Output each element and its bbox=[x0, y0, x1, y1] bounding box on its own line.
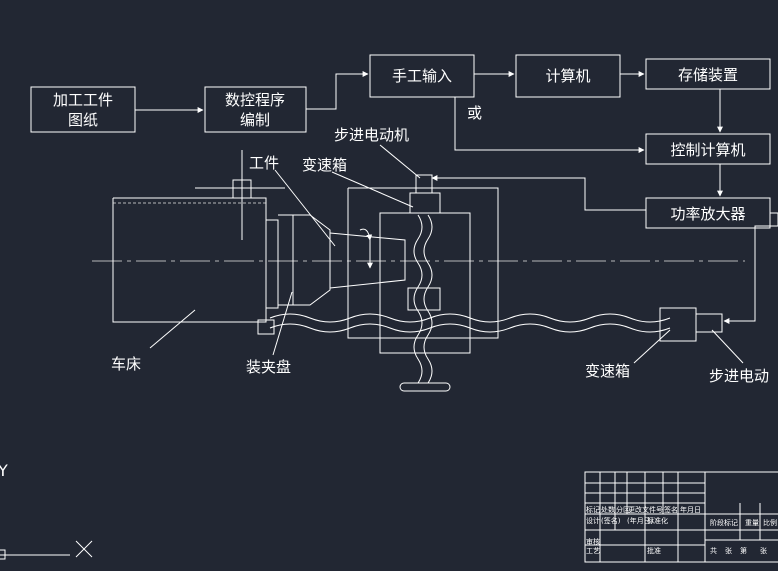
svg-text:(年月日): (年月日) bbox=[627, 516, 654, 525]
drawing-block-line2: 图纸 bbox=[68, 111, 98, 129]
flow-arrows bbox=[135, 71, 778, 324]
svg-text:(签名): (签名) bbox=[601, 516, 621, 525]
ucs-icon bbox=[0, 540, 93, 560]
nc-programming-block: 数控程序 编制 bbox=[204, 86, 307, 133]
or-label: 或 bbox=[467, 104, 482, 122]
svg-text:更改文件号: 更改文件号 bbox=[628, 505, 663, 514]
title-block bbox=[584, 471, 778, 563]
storage-label: 存储装置 bbox=[678, 66, 738, 84]
svg-text:共: 共 bbox=[710, 546, 717, 555]
svg-text:处数: 处数 bbox=[601, 505, 615, 514]
gearbox-right-label: 变速箱 bbox=[585, 362, 630, 380]
stepper-motor-right-label: 步进电动 bbox=[709, 367, 769, 385]
power-amplifier-block: 功率放大器 bbox=[645, 197, 771, 229]
svg-text:设计: 设计 bbox=[586, 516, 600, 525]
svg-text:重量: 重量 bbox=[745, 519, 759, 527]
computer-block: 计算机 bbox=[515, 54, 621, 98]
svg-text:工艺: 工艺 bbox=[586, 547, 600, 555]
svg-text:张: 张 bbox=[725, 546, 732, 555]
power-amp-label: 功率放大器 bbox=[670, 205, 745, 223]
svg-text:张: 张 bbox=[760, 546, 767, 555]
manual-input-label: 手工输入 bbox=[392, 67, 452, 85]
drawing-block: 加工工件 图纸 bbox=[30, 86, 136, 133]
lathe-label: 车床 bbox=[111, 355, 141, 373]
svg-text:标记: 标记 bbox=[586, 505, 600, 514]
svg-text:第: 第 bbox=[740, 546, 747, 555]
drawing-block-line1: 加工工件 bbox=[53, 91, 113, 109]
computer-label: 计算机 bbox=[545, 67, 590, 85]
svg-text:批准: 批准 bbox=[647, 546, 661, 555]
nc-block-line1: 数控程序 bbox=[225, 91, 285, 109]
gearbox-top-label: 变速箱 bbox=[302, 156, 347, 174]
svg-text:比例: 比例 bbox=[763, 518, 777, 527]
lathe-drawing bbox=[92, 144, 745, 392]
title-block-text: 标记 处数 分区 更改文件号 签名 年月日 设计 (签名) (年月日) 标准化 … bbox=[586, 505, 777, 555]
svg-text:签名: 签名 bbox=[664, 505, 678, 514]
svg-text:分区: 分区 bbox=[616, 505, 630, 514]
nc-block-line2: 编制 bbox=[240, 111, 270, 129]
ucs-y-label: Y bbox=[0, 461, 8, 480]
svg-text:标准化: 标准化 bbox=[647, 516, 668, 525]
chuck-label: 装夹盘 bbox=[246, 358, 291, 376]
storage-block: 存储装置 bbox=[645, 58, 771, 90]
control-computer-block: 控制计算机 bbox=[645, 133, 771, 165]
workpiece-label: 工件 bbox=[249, 154, 279, 172]
svg-text:审核: 审核 bbox=[586, 537, 600, 546]
stepper-motor-top-label: 步进电动机 bbox=[334, 126, 409, 144]
control-computer-label: 控制计算机 bbox=[670, 141, 745, 159]
svg-text:年月日: 年月日 bbox=[680, 505, 701, 514]
manual-input-block: 手工输入 bbox=[369, 54, 475, 98]
svg-text:阶段标记: 阶段标记 bbox=[710, 518, 738, 527]
